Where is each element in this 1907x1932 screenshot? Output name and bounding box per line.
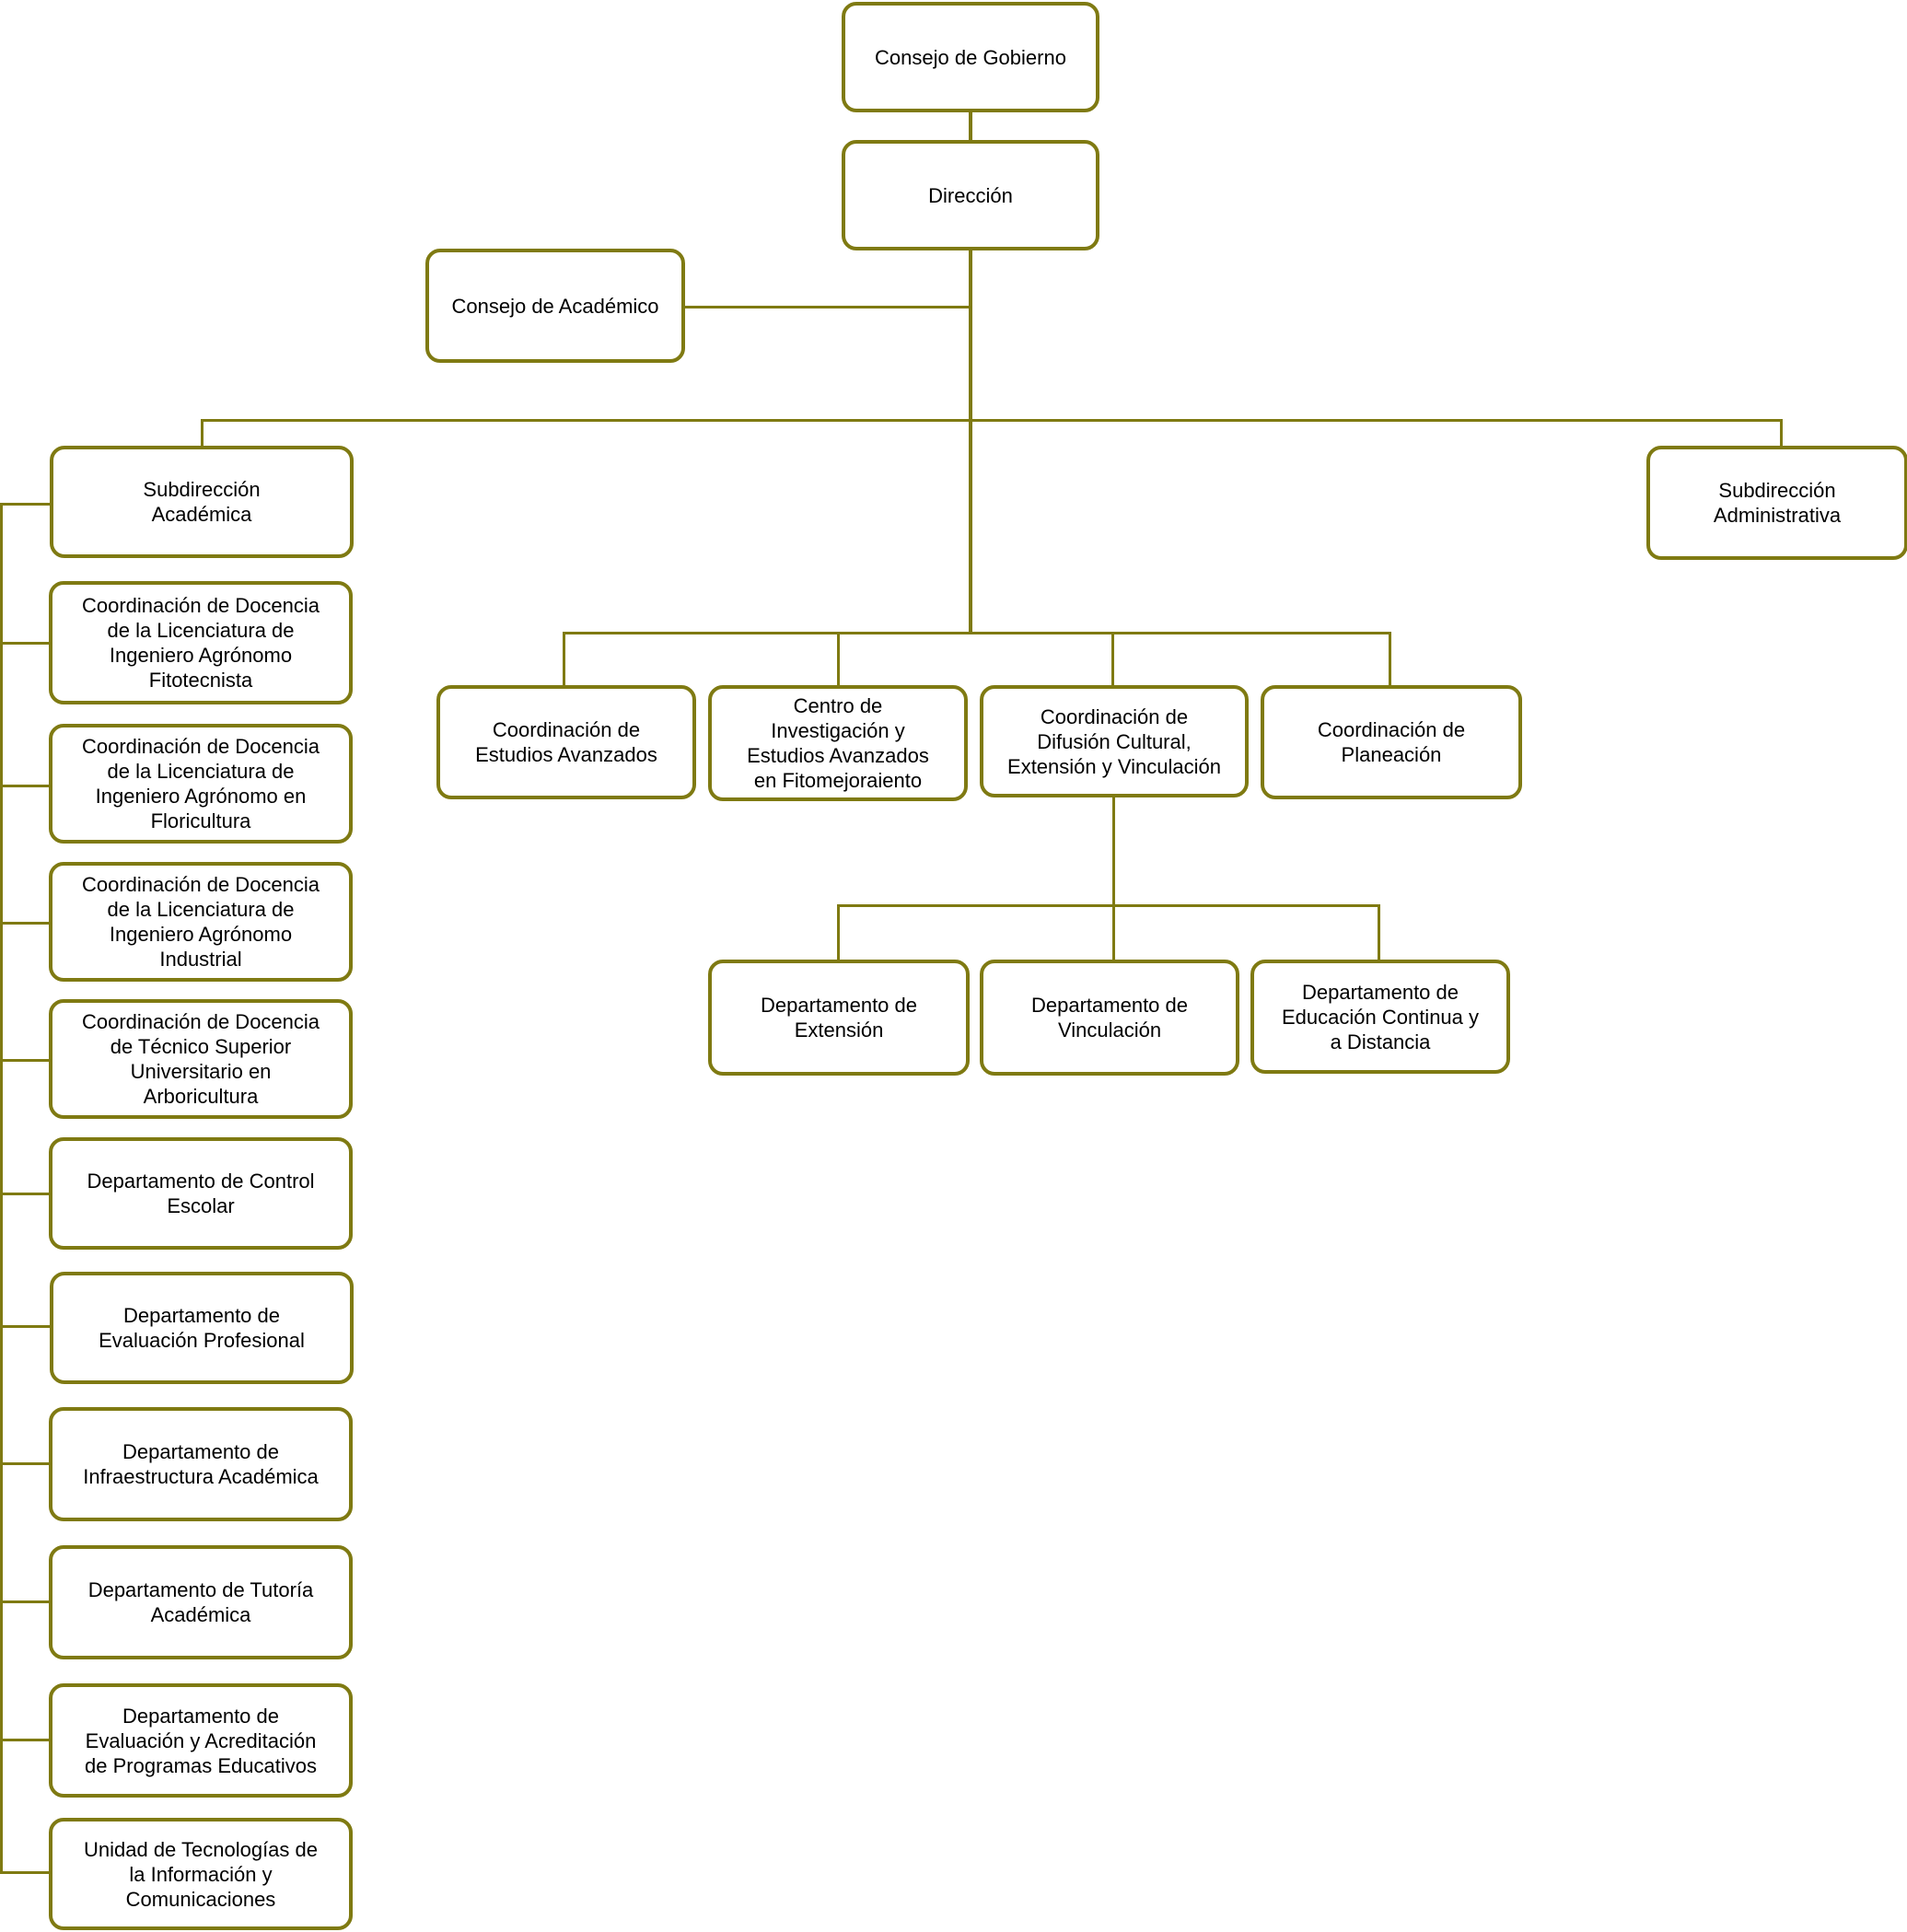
connector-sub-academica-drop (201, 419, 203, 448)
node-label: Departamento de Evaluación y Acreditació… (85, 1704, 317, 1777)
node-depto-acreditacion: Departamento de Evaluación y Acreditació… (49, 1683, 353, 1798)
node-depto-vinculacion: Departamento de Vinculación (980, 960, 1239, 1076)
connector-departamentos-bar (837, 904, 1380, 907)
node-consejo-gobierno: Consejo de Gobierno (842, 2, 1099, 112)
node-depto-evaluacion-profesional: Departamento de Evaluación Profesional (50, 1272, 354, 1384)
node-coord-difusion: Coordinación de Difusión Cultural, Exten… (980, 685, 1249, 797)
node-label: Subdirección Administrativa (1713, 479, 1842, 527)
connector-consejo-academico (681, 306, 971, 308)
node-label: Coordinación de Docencia de la Licenciat… (81, 873, 320, 971)
node-label: Coordinación de Difusión Cultural, Exten… (1007, 704, 1221, 778)
node-label: Departamento de Educación Continua y a D… (1281, 980, 1480, 1053)
node-depto-tutoria: Departamento de Tutoría Académica (49, 1545, 353, 1659)
node-coord-fitotecnista: Coordinación de Docencia de la Licenciat… (49, 581, 353, 704)
connector-coordinaciones-bar (563, 632, 1391, 634)
connector-tick-acreditacion (0, 1739, 52, 1741)
node-label: Coordinación de Docencia de la Licenciat… (81, 594, 320, 692)
node-unidad-tic: Unidad de Tecnologías de la Información … (49, 1818, 353, 1930)
node-coord-industrial: Coordinación de Docencia de la Licenciat… (49, 862, 353, 982)
node-label: Departamento de Vinculación (1031, 994, 1188, 1042)
node-centro-investigacion: Centro de Investigación y Estudios Avanz… (708, 685, 968, 801)
node-label: Coordinación de Docencia de Técnico Supe… (81, 1010, 320, 1108)
connector-drop-extension (837, 904, 840, 961)
node-consejo-academico: Consejo de Académico (425, 249, 685, 363)
connector-drop-educacion (1378, 904, 1380, 961)
node-label: Subdirección Académica (143, 478, 261, 526)
node-label: Centro de Investigación y Estudios Avanz… (747, 694, 929, 792)
node-label: Departamento de Infraestructura Académic… (83, 1440, 319, 1488)
node-label: Dirección (928, 183, 1013, 207)
connector-tick-industrial (0, 922, 52, 925)
connector-tick-control-escolar (0, 1193, 52, 1195)
node-label: Departamento de Extensión (761, 994, 917, 1042)
node-label: Consejo de Gobierno (875, 45, 1066, 69)
connector-direccion-trunk (969, 247, 972, 634)
node-label: Departamento de Control Escolar (87, 1170, 315, 1217)
connector-difusion-trunk (1112, 796, 1115, 961)
node-direccion: Dirección (842, 140, 1099, 250)
connector-left-spine (0, 505, 3, 1873)
connector-tick-tutoria (0, 1600, 52, 1603)
connector-gobierno-direccion (969, 110, 972, 143)
node-depto-extension: Departamento de Extensión (708, 960, 970, 1076)
node-label: Departamento de Tutoría Académica (87, 1578, 314, 1626)
node-label: Coordinación de Docencia de la Licenciat… (81, 735, 320, 832)
connector-drop-estudios (563, 632, 565, 687)
connector-tick-arboricultura (0, 1059, 52, 1062)
node-coord-estudios-avanzados: Coordinación de Estudios Avanzados (436, 685, 696, 799)
node-coord-floricultura: Coordinación de Docencia de la Licenciat… (49, 724, 353, 844)
node-depto-infraestructura: Departamento de Infraestructura Académic… (49, 1407, 353, 1521)
node-label: Consejo de Académico (451, 294, 659, 318)
connector-drop-planeacion (1389, 632, 1391, 687)
connector-tick-floricultura (0, 785, 52, 787)
node-label: Departamento de Evaluación Profesional (99, 1304, 305, 1352)
connector-tick-evaluacion-profesional (0, 1325, 52, 1328)
node-subdireccion-administrativa: Subdirección Administrativa (1646, 446, 1907, 560)
connector-tick-fitotecnista (0, 642, 52, 645)
node-subdireccion-academica: Subdirección Académica (50, 446, 354, 558)
node-label: Coordinación de Estudios Avanzados (475, 718, 657, 766)
connector-drop-difusion (1111, 632, 1114, 687)
node-label: Coordinación de Planeación (1317, 718, 1466, 766)
connector-tick-sub-academica (0, 503, 52, 506)
node-coord-planeacion: Coordinación de Planeación (1261, 685, 1522, 799)
node-depto-educacion-continua: Departamento de Educación Continua y a D… (1250, 960, 1510, 1074)
node-depto-control-escolar: Departamento de Control Escolar (49, 1137, 353, 1250)
connector-drop-centro (837, 632, 840, 687)
connector-tick-unidad-tic (0, 1871, 52, 1874)
connector-sub-administrativa-drop (1780, 419, 1783, 448)
connector-subdirecciones-bar (201, 419, 1783, 422)
node-coord-arboricultura: Coordinación de Docencia de Técnico Supe… (49, 999, 353, 1119)
connector-tick-infraestructura (0, 1462, 52, 1465)
node-label: Unidad de Tecnologías de la Información … (83, 1837, 318, 1911)
